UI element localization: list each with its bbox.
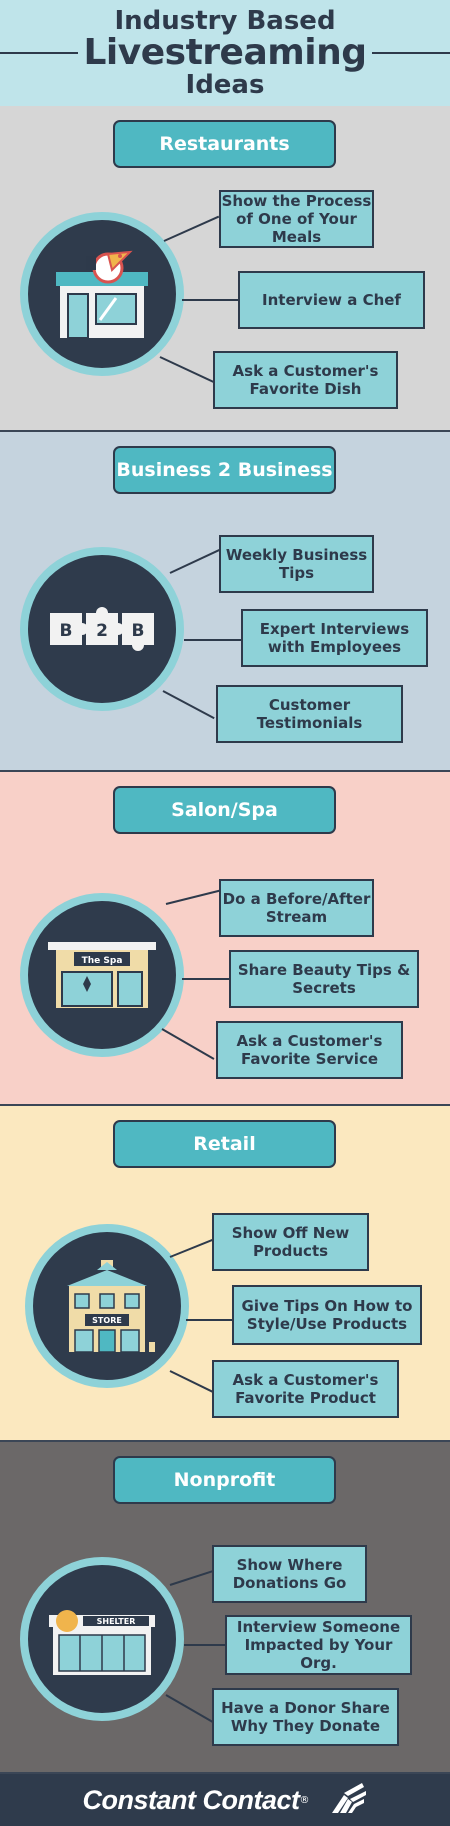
idea-box: Interview a Chef: [238, 271, 425, 329]
trademark-symbol: ®: [299, 1794, 310, 1806]
spa-storefront-icon: The Spa: [20, 893, 184, 1057]
section-title: Business 2 Business: [113, 446, 336, 494]
section-b2b: Business 2 Business B 2 B Weekly Busines…: [0, 432, 450, 772]
spa-sign: The Spa: [82, 956, 123, 966]
header-rule-right: [372, 52, 450, 54]
idea-box: Customer Testimonials: [216, 685, 403, 743]
store-sign: STORE: [92, 1316, 122, 1325]
puzzle-letter: B: [60, 621, 73, 641]
brand-logo-icon: [318, 1781, 368, 1819]
idea-box: Weekly Business Tips: [219, 535, 374, 593]
idea-box: Do a Before/After Stream: [219, 879, 374, 937]
header-rule-left: [0, 52, 78, 54]
connector-line: [169, 1569, 216, 1586]
connector-line: [186, 1319, 234, 1321]
idea-box: Show Off New Products: [212, 1213, 369, 1271]
puzzle-letter: 2: [96, 621, 108, 641]
idea-box: Ask a Customer's Favorite Service: [216, 1021, 403, 1079]
connector-line: [162, 690, 215, 720]
idea-box: Give Tips On How to Style/Use Products: [232, 1285, 422, 1345]
footer: Constant Contact ®: [0, 1774, 450, 1826]
title-line-1: Industry Based: [114, 6, 336, 36]
idea-box: Ask a Customer's Favorite Dish: [213, 351, 398, 409]
idea-box: Expert Interviews with Employees: [241, 609, 428, 667]
brand-name: Constant Contact: [82, 1784, 301, 1815]
section-nonprofit: Nonprofit SHELTER Show Where Donations G…: [0, 1442, 450, 1774]
connector-line: [161, 1028, 215, 1060]
connector-line: [163, 215, 220, 242]
section-restaurants: Restaurants Show the Process of One of Y…: [0, 106, 450, 432]
section-retail: Retail STORE Show Off New Products Gi: [0, 1106, 450, 1442]
idea-box: Show the Process of One of Your Meals: [219, 190, 374, 248]
section-salon-spa: Salon/Spa The Spa Do a Before/After Stre…: [0, 772, 450, 1106]
connector-line: [182, 299, 240, 301]
section-title: Nonprofit: [113, 1456, 336, 1504]
idea-box: Show Where Donations Go: [212, 1545, 367, 1603]
puzzle-letter: B: [132, 621, 145, 641]
connector-line: [169, 1370, 216, 1394]
shelter-sign: SHELTER: [97, 1617, 136, 1626]
connector-line: [169, 548, 222, 574]
shelter-building-icon: SHELTER: [20, 1557, 184, 1721]
section-title: Salon/Spa: [113, 786, 336, 834]
idea-box: Interview Someone Impacted by Your Org.: [225, 1615, 412, 1675]
b2b-puzzle-icon: B 2 B: [20, 547, 184, 711]
idea-box: Ask a Customer's Favorite Product: [212, 1360, 399, 1418]
restaurant-storefront-icon: [20, 212, 184, 376]
connector-line: [159, 356, 221, 386]
section-title: Retail: [113, 1120, 336, 1168]
connector-line: [169, 1238, 215, 1258]
title-line-3: Ideas: [185, 70, 265, 100]
connector-line: [165, 888, 223, 905]
connector-line: [165, 1694, 214, 1723]
connector-line: [184, 639, 242, 641]
title-line-2: Livestreaming: [83, 32, 367, 73]
connector-line: [184, 1644, 228, 1646]
retail-store-icon: STORE: [25, 1224, 189, 1388]
header: Industry Based Livestreaming Ideas: [0, 0, 450, 106]
idea-box: Have a Donor Share Why They Donate: [212, 1688, 399, 1746]
idea-box: Share Beauty Tips & Secrets: [229, 950, 419, 1008]
section-title: Restaurants: [113, 120, 336, 168]
connector-line: [182, 978, 234, 980]
